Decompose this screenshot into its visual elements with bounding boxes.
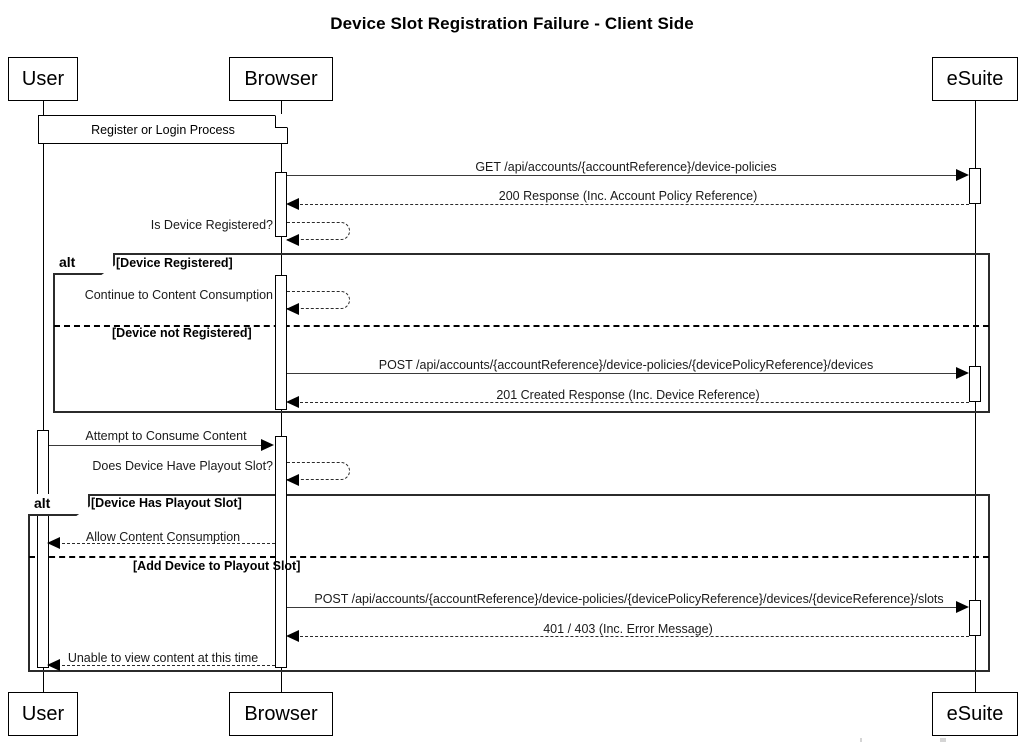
participant-esuite-top[interactable]: eSuite: [932, 57, 1018, 101]
fragment-alt-device-registered-condition-1: [Device Registered]: [116, 256, 233, 270]
fragment-alt-playout-slot-condition-2: [Add Device to Playout Slot]: [133, 559, 301, 573]
participant-esuite-bottom-label: eSuite: [946, 702, 1004, 725]
participant-user-top[interactable]: User: [8, 57, 78, 101]
participant-browser-top-label: Browser: [244, 67, 318, 90]
message-arrow-m2: [286, 198, 299, 210]
message-label-m5: POST /api/accounts/{accountReference}/de…: [378, 358, 874, 372]
message-arrow-m1: [956, 169, 969, 181]
participant-user-top-label: User: [21, 67, 65, 90]
render-artifact-bottom-left: [860, 738, 862, 742]
message-label-m11: 401 / 403 (Inc. Error Message): [543, 622, 713, 636]
message-line-m12: [57, 665, 275, 666]
page-title: Device Slot Registration Failure - Clien…: [330, 14, 694, 33]
message-arrow-m5: [956, 367, 969, 379]
fragment-alt-device-registered-condition-2: [Device not Registered]: [112, 326, 252, 340]
participant-user-bottom-label: User: [21, 702, 65, 725]
activation-esuite-3: [969, 600, 981, 636]
participant-user-bottom[interactable]: User: [8, 692, 78, 736]
message-arrow-m11: [286, 630, 299, 642]
message-line-m6: [295, 402, 969, 403]
participant-browser-bottom-label: Browser: [244, 702, 318, 725]
render-artifact-bottom-right: [940, 738, 946, 742]
message-arrow-m6: [286, 396, 299, 408]
fragment-alt-device-registered: [53, 253, 990, 413]
fragment-alt-playout-slot: [28, 494, 990, 672]
message-arrow-m4: [286, 303, 299, 315]
message-label-m6: 201 Created Response (Inc. Device Refere…: [496, 388, 760, 402]
fragment-alt-device-registered-operator: alt: [53, 253, 115, 275]
message-label-m4: Continue to Content Consumption: [84, 288, 273, 302]
note-register-or-login-process: Register or Login Process: [38, 114, 289, 144]
message-line-m9: [57, 543, 275, 544]
note-text: Register or Login Process: [91, 122, 235, 137]
activation-user-1: [37, 430, 49, 668]
activation-esuite-2: [969, 366, 981, 402]
message-line-m5: [287, 373, 963, 374]
participant-esuite-bottom[interactable]: eSuite: [932, 692, 1018, 736]
message-label-m12: Unable to view content at this time: [67, 651, 259, 665]
participant-browser-top[interactable]: Browser: [229, 57, 333, 101]
message-line-m2: [295, 204, 969, 205]
message-self-m3: [287, 222, 350, 240]
message-arrow-m3: [286, 234, 299, 246]
message-self-m4: [287, 291, 350, 309]
message-label-m1: GET /api/accounts/{accountReference}/dev…: [475, 160, 777, 174]
activation-browser-3: [275, 436, 287, 668]
participant-esuite-top-label: eSuite: [946, 67, 1004, 90]
message-label-m8: Does Device Have Playout Slot?: [92, 459, 273, 473]
message-line-m1: [287, 175, 963, 176]
message-label-m9: Allow Content Consumption: [85, 530, 241, 544]
message-self-m8: [287, 462, 350, 480]
message-line-m10: [287, 607, 963, 608]
participant-browser-bottom[interactable]: Browser: [229, 692, 333, 736]
message-arrow-m7: [261, 439, 274, 451]
fragment-alt-device-registered-divider: [54, 325, 989, 327]
message-label-m10: POST /api/accounts/{accountReference}/de…: [314, 592, 944, 606]
message-arrow-m8: [286, 474, 299, 486]
message-label-m3: Is Device Registered?: [150, 218, 273, 232]
activation-esuite-1: [969, 168, 981, 204]
message-arrow-m12: [47, 659, 60, 671]
message-label-m2: 200 Response (Inc. Account Policy Refere…: [498, 189, 758, 203]
message-line-m7: [49, 445, 265, 446]
fragment-alt-playout-slot-condition-1: [Device Has Playout Slot]: [91, 496, 242, 510]
fragment-alt-playout-slot-divider: [29, 556, 989, 558]
activation-browser-2: [275, 275, 287, 410]
message-arrow-m10: [956, 601, 969, 613]
message-label-m7: Attempt to Consume Content: [85, 429, 247, 443]
fragment-alt-playout-slot-operator: alt: [28, 494, 90, 516]
message-arrow-m9: [47, 537, 60, 549]
message-line-m11: [295, 636, 969, 637]
lifeline-user: [43, 100, 44, 692]
